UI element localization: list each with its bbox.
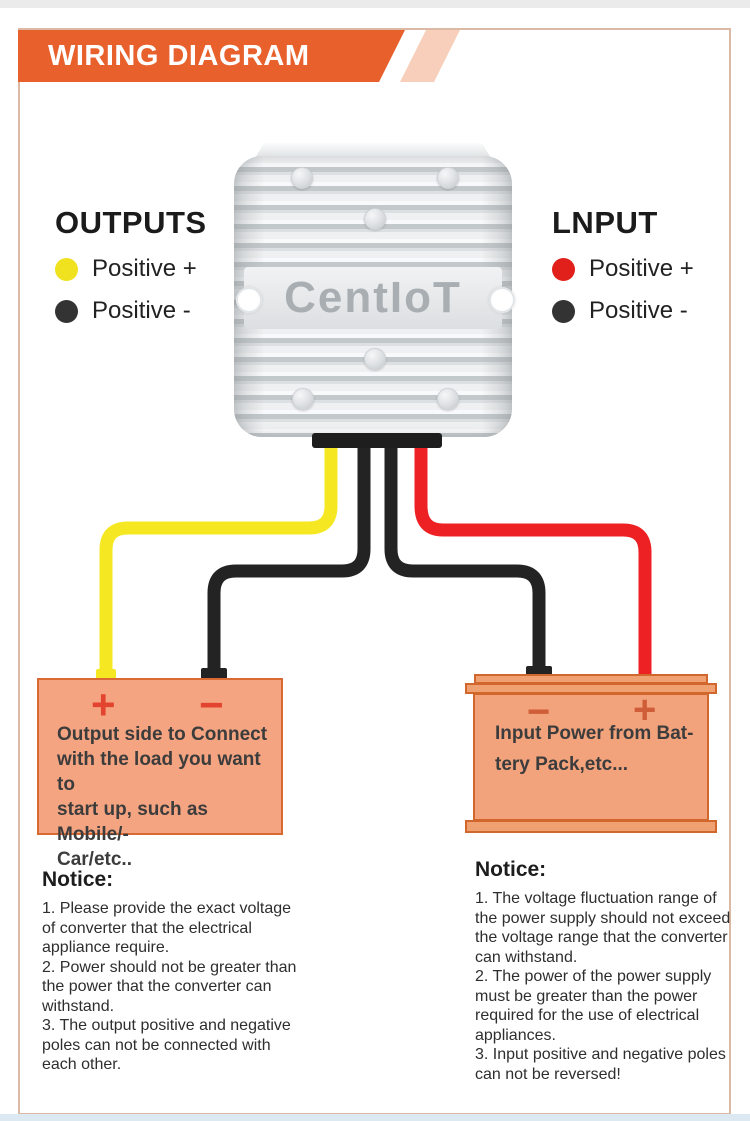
input-negative-label: Positive - xyxy=(589,297,688,324)
load-minus-terminal: − xyxy=(199,681,224,728)
load-box-line: Car/etc.. xyxy=(57,849,132,870)
header-banner: WIRING DIAGRAM xyxy=(18,30,405,82)
notice-item: 1. Please provide the exact voltage of c… xyxy=(42,900,292,956)
bottom-blue-strip xyxy=(0,1114,750,1121)
input-battery-box: − + Input Power from Bat- tery Pack,etc.… xyxy=(465,674,717,834)
converter-device: CentIoT xyxy=(234,141,515,437)
input-notice: Notice: 1. The voltage fluctuation range… xyxy=(475,858,731,1084)
output-legend: OUTPUTS Positive + Positive - xyxy=(55,205,207,325)
battery-box-line: tery Pack,etc... xyxy=(495,754,629,775)
page-title: WIRING DIAGRAM xyxy=(48,40,310,72)
mounting-hole-icon xyxy=(236,287,262,313)
output-load-box: + − Output side to Connect with the load… xyxy=(37,678,283,870)
notice-item: 2. Power should not be greater than the … xyxy=(42,958,297,1015)
rivet-icon xyxy=(291,167,313,189)
input-positive-label: Positive + xyxy=(589,255,694,282)
notice-heading: Notice: xyxy=(42,868,114,891)
load-box-line: Output side to Connect xyxy=(57,724,268,745)
input-legend-title: LNPUT xyxy=(552,205,658,240)
load-box-text: Output side to Connect with the load you… xyxy=(57,722,281,872)
battery-plus-terminal: + xyxy=(633,688,657,732)
notice-heading: Notice: xyxy=(475,858,547,881)
black-dot-icon xyxy=(55,299,78,323)
brand-label: CentIoT xyxy=(284,273,462,322)
wire-connector-strip xyxy=(312,433,442,448)
output-positive-label: Positive + xyxy=(92,255,197,282)
yellow-dot-icon xyxy=(55,257,78,281)
battery-body xyxy=(473,693,709,821)
notice-item: 2. The power of the power supply must be… xyxy=(475,968,712,1044)
load-box-line: start up, such as Mobile/- xyxy=(57,799,208,845)
input-legend: LNPUT Positive + Positive - xyxy=(552,205,694,325)
input-positive-row: Positive + xyxy=(552,255,694,283)
notice-item: 3. Input positive and negative poles can… xyxy=(475,1046,726,1083)
output-positive-row: Positive + xyxy=(55,255,207,283)
output-legend-title: OUTPUTS xyxy=(55,205,207,240)
black-dot-icon xyxy=(552,299,575,323)
mounting-hole-icon xyxy=(489,287,515,313)
battery-minus-terminal: − xyxy=(527,690,551,734)
battery-box-text: Input Power from Bat- tery Pack,etc... xyxy=(495,718,693,780)
red-dot-icon xyxy=(552,257,575,281)
battery-bottom-lip xyxy=(465,820,717,833)
battery-box-line: Input Power from Bat- xyxy=(495,723,694,744)
notice-item: 3. The output positive and negative pole… xyxy=(42,1017,291,1073)
load-plus-terminal: + xyxy=(91,681,116,728)
output-notice: Notice: 1. Please provide the exact volt… xyxy=(42,868,304,1075)
device-label-band: CentIoT xyxy=(244,267,502,329)
rivet-icon xyxy=(437,167,459,189)
top-gray-strip xyxy=(0,0,750,8)
rivet-icon xyxy=(364,348,386,370)
notice-item: 1. The voltage fluctuation range of the … xyxy=(475,890,731,966)
output-negative-row: Positive - xyxy=(55,297,207,325)
rivet-icon xyxy=(364,208,386,230)
load-box-line: with the load you want to xyxy=(57,749,261,795)
output-negative-label: Positive - xyxy=(92,297,191,324)
rivet-icon xyxy=(437,388,459,410)
rivet-icon xyxy=(292,388,314,410)
input-negative-row: Positive - xyxy=(552,297,694,325)
